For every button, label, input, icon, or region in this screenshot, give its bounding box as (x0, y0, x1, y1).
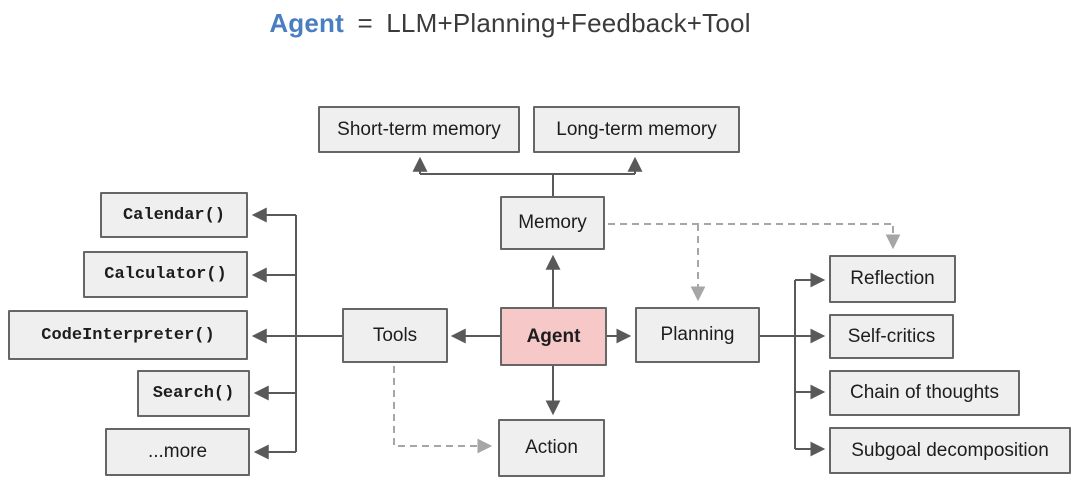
edge-tools-to-action-dashed (393, 366, 493, 454)
node-more: ...more (105, 428, 250, 476)
node-tools: Tools (342, 308, 448, 363)
node-planning: Planning (635, 307, 760, 363)
node-long-term-memory: Long-term memory (533, 106, 740, 153)
title-equals-sign: = (357, 8, 373, 38)
node-chain-of-thoughts: Chain of thoughts (829, 370, 1020, 416)
node-calendar: Calendar() (100, 192, 248, 238)
node-search: Search() (137, 370, 250, 417)
node-agent: Agent (500, 307, 607, 366)
node-short-term-memory: Short-term memory (318, 106, 520, 153)
node-action: Action (498, 419, 605, 477)
title-agent-term: Agent (269, 8, 344, 38)
node-code-interpreter: CodeInterpreter() (8, 310, 248, 360)
title-formula: LLM+Planning+Feedback+Tool (386, 8, 751, 38)
node-calculator: Calculator() (83, 251, 248, 298)
node-reflection: Reflection (829, 255, 956, 303)
node-self-critics: Self-critics (829, 314, 954, 359)
node-subgoal-decomposition: Subgoal decomposition (829, 427, 1071, 474)
diagram-title: Agent = LLM+Planning+Feedback+Tool (0, 8, 1020, 39)
node-memory: Memory (500, 196, 605, 250)
